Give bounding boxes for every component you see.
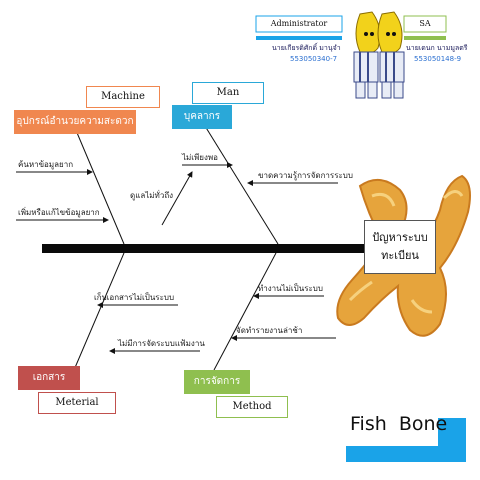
bone-method — [213, 252, 277, 371]
material-category-en: Meterial — [38, 392, 116, 414]
cause-machine-1: ค้นหาข้อมูลยาก — [18, 160, 74, 169]
cause-man-3: ดูแลไม่ทั่วถึง — [130, 191, 174, 200]
man-category-en: Man — [192, 82, 264, 104]
cause-method-1: ทำงานไม่เป็นระบบ — [258, 284, 323, 293]
cause-material-2: ไม่มีการจัดระบบแฟ้มงาน — [118, 339, 205, 348]
sa-id: 553050148-9 — [414, 55, 462, 63]
cause-man-1: ไม่เพียงพอ — [182, 153, 218, 162]
cause-material-1: เก็บเอกสารไม่เป็นระบบ — [94, 293, 175, 302]
admin-name: นายเกียรติศักดิ์ มานุจำ — [272, 44, 341, 52]
main-spine — [42, 244, 372, 253]
problem-line-2: ทะเบียน — [381, 249, 419, 262]
cause-machine-2: เพิ่มหรือแก้ไขข้อมูลยาก — [18, 208, 100, 217]
banana-mascot-icon — [353, 11, 405, 99]
arrow-man-3 — [161, 171, 193, 226]
bone-machine — [74, 127, 125, 245]
sa-name: นายเดนก นามมูลตรี — [406, 44, 468, 52]
problem-head: ปัญหาระบบ ทะเบียน — [364, 220, 436, 274]
method-category-th: การจัดการ — [184, 370, 250, 394]
method-category-en: Method — [216, 396, 288, 418]
admin-id: 553050340-7 — [290, 55, 338, 63]
problem-line-1: ปัญหาระบบ — [372, 231, 428, 244]
cause-man-2: ขาดความรู้การจัดการระบบ — [258, 171, 353, 180]
fish-bone-title: Fish Bone — [350, 413, 448, 435]
machine-category-en: Machine — [86, 86, 160, 108]
material-category-th: เอกสาร — [18, 366, 80, 390]
admin-role-label: Administrator — [270, 19, 328, 28]
man-category-th: บุคลากร — [172, 105, 232, 129]
bone-material — [73, 252, 125, 371]
bone-man — [204, 125, 279, 245]
machine-category-th: อุปกรณ์อำนวยความสะดวก — [14, 110, 136, 134]
cause-method-2: จัดทำรายงานล่าช้า — [236, 326, 303, 335]
sa-role-label: SA — [419, 19, 431, 28]
